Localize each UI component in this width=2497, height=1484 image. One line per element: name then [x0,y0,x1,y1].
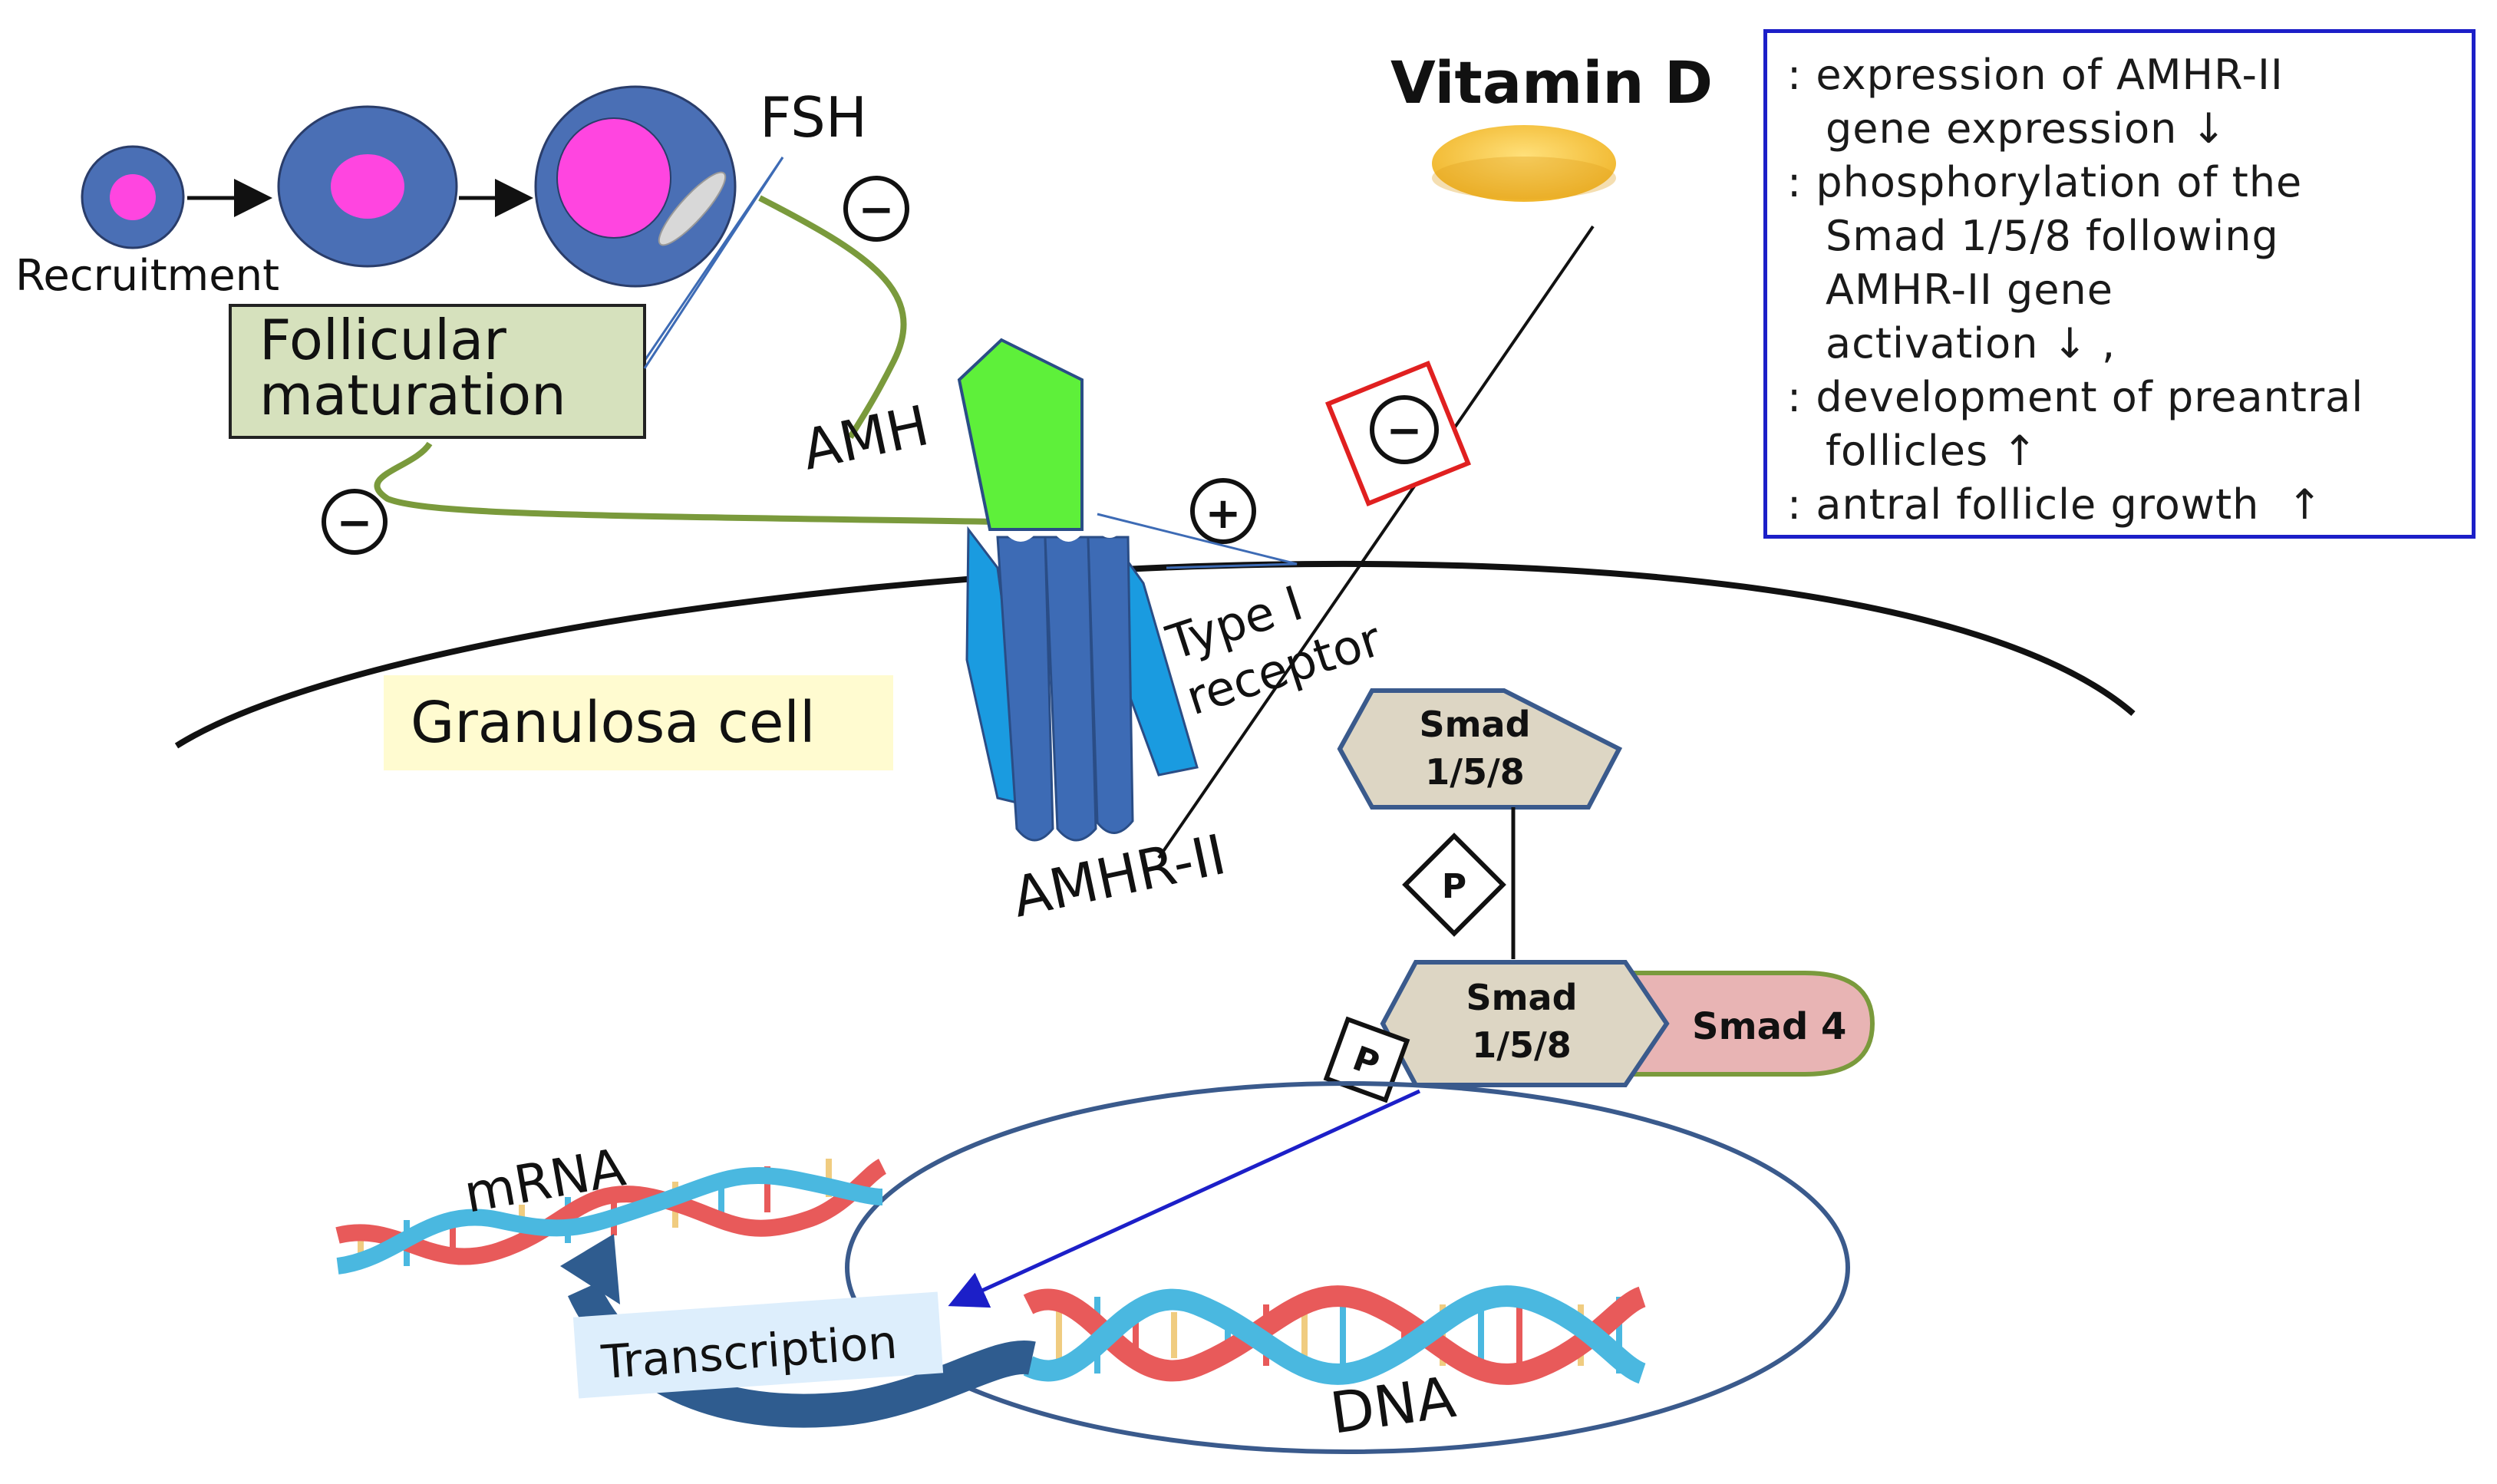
svg-text:+: + [1206,489,1242,539]
svg-text:Smad: Smad [1466,977,1577,1018]
svg-text:−: − [859,185,895,235]
svg-text:P: P [1442,867,1466,906]
vitamin-d-effects-box: : expression of AMHR-II gene expression ↓… [1763,29,2476,539]
svg-text:−: − [1387,406,1423,456]
maturation-amh-connector [374,441,998,525]
cell-membrane [174,560,2136,749]
amhr2-receptor [965,523,1199,842]
effect-line: follicles ↑ [1826,427,2038,475]
svg-text:1/5/8: 1/5/8 [1425,751,1525,793]
maturation-fsh-link [643,157,784,369]
type1-pointer-line [1097,513,1298,569]
follicle-recruitment [81,145,185,249]
fsh-amh-connector [758,195,907,440]
nucleus-signal-arrow [948,1089,1421,1308]
effect-line: : antral follicle growth ↑ [1787,480,2323,529]
transcription-label-group: Transcription [572,1291,944,1399]
effect-line: : phosphorylation of the [1787,158,2303,206]
effect-line: AMHR-II gene [1826,265,2113,314]
amh-label: AMH [797,393,934,483]
inhibit-fsh-sign: − [843,176,909,242]
vitamin-d-pill [1432,125,1616,202]
vitamin-d-inhibit-sign: − [1324,360,1472,507]
effect-line: Smad 1/5/8 following [1826,212,2279,260]
vitamin-d-inhibition-line [1157,225,1595,859]
svg-text:1/5/8: 1/5/8 [1472,1024,1572,1066]
nucleus [845,1081,1850,1454]
phospho-upper: P [1402,833,1506,937]
smad4: Smad 4 [1632,971,1875,1077]
transcription-arrowhead [560,1234,620,1304]
follicular-maturation-box: Follicular maturation [229,304,646,439]
follicle-growing [277,105,458,268]
fsh-label: FSH [760,85,867,150]
granulosa-cell-label: Granulosa cell [411,690,816,756]
svg-text:Smad: Smad [1419,704,1530,745]
effect-line: : expression of AMHR-II [1787,51,2284,99]
effect-line: : development of preantral [1787,373,2364,421]
svg-text:−: − [337,498,373,548]
phospho-lower: P [1323,1016,1410,1103]
amh-ligand [957,338,1084,531]
svg-text:Smad 4: Smad 4 [1692,1005,1846,1048]
recruitment-label: Recruitment [15,251,279,301]
dna-helix [1023,1285,1647,1385]
smad158-lower: Smad 1/5/8 [1380,960,1670,1087]
follicle-antral [534,85,737,288]
vitamin-d-label: Vitamin D [1390,48,1713,117]
follicular-maturation-line1: Follicular [259,308,506,372]
granulosa-label-bg [384,675,893,770]
activate-type1-sign: + [1190,478,1256,544]
effect-line: gene expression ↓ [1826,104,2227,153]
inhibit-maturation-sign: − [322,489,388,555]
mrna-helix [335,1159,887,1275]
smad158-upper: Smad 1/5/8 [1337,688,1623,810]
follicular-maturation-line2: maturation [259,363,566,427]
effect-line: activation ↓ , [1826,319,2116,368]
